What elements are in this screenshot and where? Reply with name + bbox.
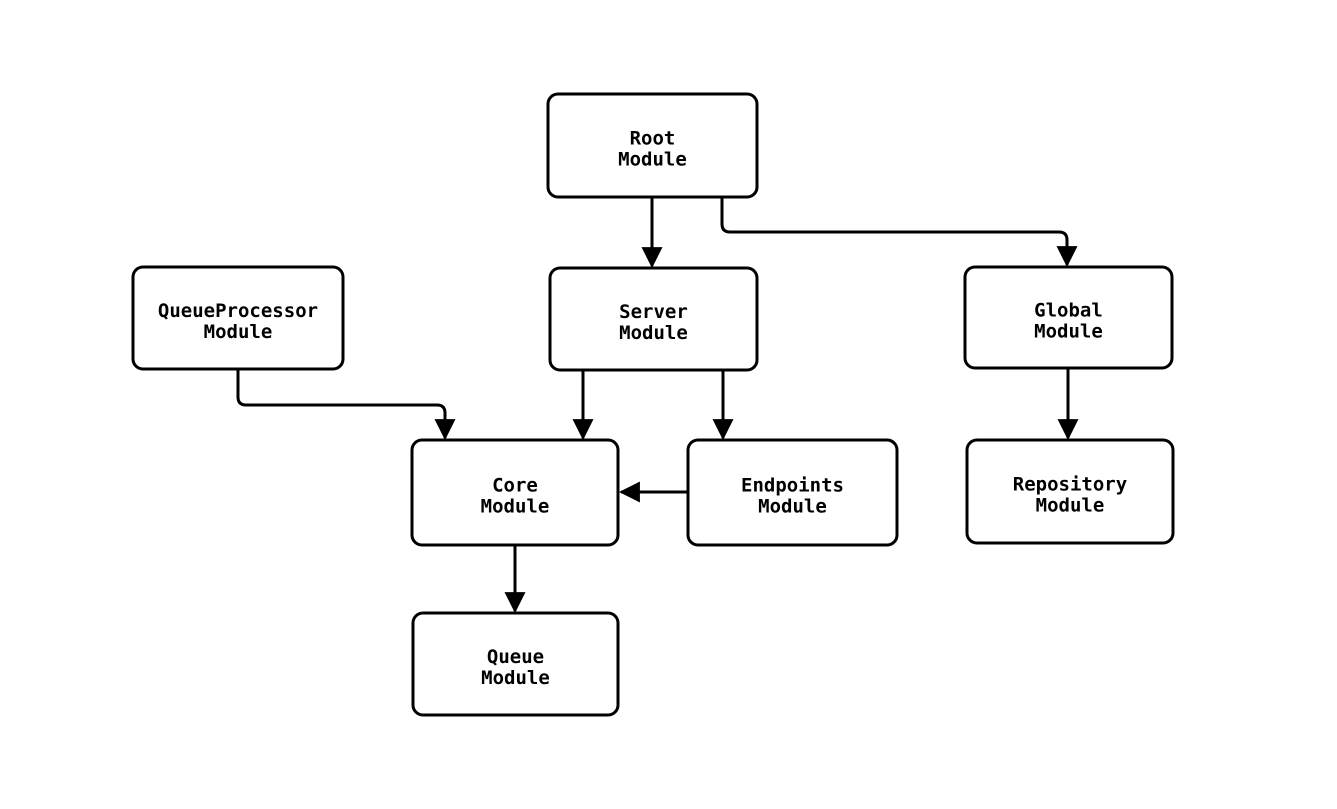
node-label-line: Global	[1034, 300, 1103, 322]
node-label-line: Module	[1034, 321, 1103, 343]
node-label-line: Module	[758, 496, 827, 518]
node-label-line: Repository	[1013, 474, 1127, 496]
node-label-line: Server	[619, 301, 688, 323]
node-label-line: Module	[481, 667, 550, 689]
node-label-line: Core	[492, 475, 538, 497]
edge-root-module-to-global-module	[720, 197, 1078, 268]
node-label-line: Module	[1036, 495, 1105, 517]
node-label-line: Module	[481, 496, 550, 518]
node-label-line: QueueProcessor	[158, 300, 318, 322]
node-label-line: Root	[630, 128, 676, 150]
node-label-line: Module	[204, 321, 273, 343]
node-label-line: Module	[618, 149, 687, 171]
node-label-line: Endpoints	[741, 475, 844, 497]
edge-queueprocessor-module-to-core-module	[236, 369, 456, 441]
node-label-line: Queue	[487, 646, 544, 668]
node-label-line: Module	[619, 322, 688, 344]
